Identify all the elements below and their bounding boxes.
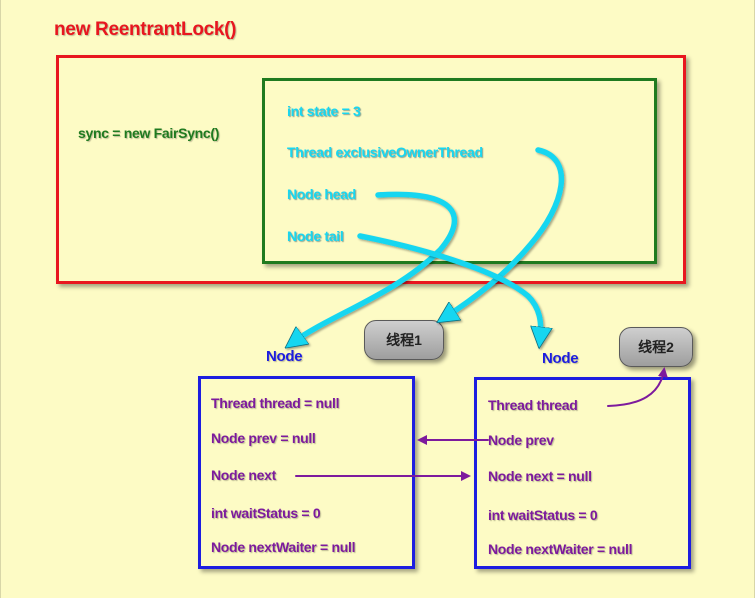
owner-thread-pointer-arrow <box>444 147 565 318</box>
thread2-label: 线程2 <box>638 339 674 355</box>
thread2-badge: 线程2 <box>619 327 693 367</box>
head-field: Node head <box>287 186 356 202</box>
node1-wait-status-field: int waitStatus = 0 <box>211 505 321 521</box>
node1-label: Node <box>266 348 303 365</box>
state-field: int state = 3 <box>287 103 361 119</box>
node1-prev-field: Node prev = null <box>211 430 316 446</box>
node2-label: Node <box>542 350 579 367</box>
thread1-label: 线程1 <box>386 332 422 348</box>
node2-thread-field: Thread thread <box>488 397 578 413</box>
node2-next-waiter-field: Node nextWaiter = null <box>488 541 633 557</box>
node1-next-field: Node next <box>211 467 276 483</box>
tail-field: Node tail <box>287 228 344 244</box>
reentrant-lock-box <box>56 55 686 284</box>
node2-prev-field: Node prev <box>488 432 554 448</box>
head-pointer-arrow <box>292 191 458 343</box>
tail-pointer-arrow <box>357 233 541 340</box>
node2-thread-pointer-arrow <box>607 367 668 407</box>
node2-next-field: Node next = null <box>488 468 592 484</box>
node2-wait-status-field: int waitStatus = 0 <box>488 507 598 523</box>
node2-box <box>474 377 691 569</box>
thread1-badge: 线程1 <box>364 320 444 360</box>
reentrant-lock-title: new ReentrantLock() <box>54 19 237 40</box>
exclusive-owner-thread-field: Thread exclusiveOwnerThread <box>287 144 483 160</box>
node1-box <box>198 376 415 569</box>
node1-thread-field: Thread thread = null <box>211 395 340 411</box>
sync-field: sync = new FairSync() <box>78 125 220 141</box>
node1-next-waiter-field: Node nextWaiter = null <box>211 539 356 555</box>
